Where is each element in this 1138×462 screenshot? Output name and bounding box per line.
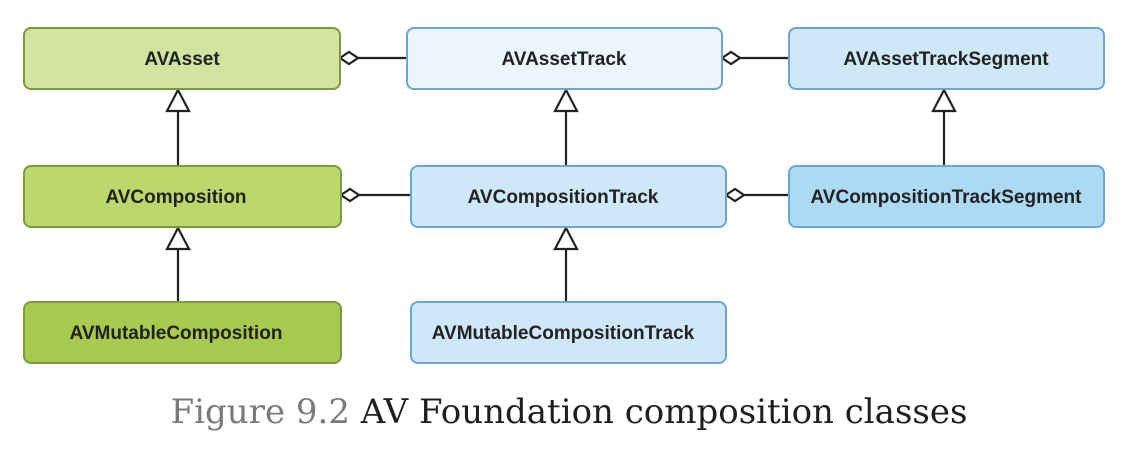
inheritance-arrow-composition-track (553, 225, 579, 251)
class-label-av-composition-track-segment: AVCompositionTrackSegment (811, 187, 1083, 208)
inheritance-arrow-asset-track-segment (931, 87, 957, 113)
class-box-av-asset: AVAsset (23, 27, 341, 90)
class-box-av-composition-track-segment: AVCompositionTrackSegment (788, 165, 1105, 228)
class-box-av-composition: AVComposition (23, 165, 342, 228)
inheritance-connectors (165, 87, 957, 302)
class-label-av-asset-track-segment: AVAssetTrackSegment (843, 49, 1049, 70)
figure-caption-text: AV Foundation composition classes (360, 392, 968, 432)
inheritance-arrow-asset-track (553, 87, 579, 113)
aggregation-diamond-asset-track (720, 50, 742, 66)
inheritance-arrow-composition (165, 225, 191, 251)
class-label-av-asset: AVAsset (144, 49, 220, 70)
class-box-av-mutable-composition: AVMutableComposition (23, 301, 342, 364)
class-box-av-composition-rect (23, 165, 342, 228)
class-label-av-composition-track: AVCompositionTrack (468, 187, 659, 208)
class-box-av-composition-track: AVCompositionTrack (410, 165, 727, 228)
class-box-av-mutable-composition-track-rect (410, 301, 727, 364)
inheritance-arrow-asset (165, 87, 191, 113)
class-box-av-asset-track-segment: AVAssetTrackSegment (788, 27, 1105, 90)
class-label-av-asset-track: AVAssetTrack (502, 49, 627, 70)
figure-caption: Figure 9.2 AV Foundation composition cla… (0, 388, 1138, 436)
class-box-av-mutable-composition-track: AVMutableCompositionTrack (410, 301, 727, 364)
aggregation-diamond-composition (339, 187, 361, 203)
figure-number: Figure 9.2 (170, 392, 350, 432)
class-box-av-composition-track-rect (410, 165, 727, 228)
class-label-av-composition: AVComposition (105, 187, 246, 208)
aggregation-diamond-asset (338, 50, 360, 66)
class-box-av-asset-track: AVAssetTrack (406, 27, 723, 90)
aggregation-connectors (338, 50, 789, 203)
aggregation-diamond-composition-track (724, 187, 746, 203)
class-label-av-mutable-composition-track: AVMutableCompositionTrack (432, 323, 695, 344)
class-box-av-asset-track-rect (406, 27, 723, 90)
class-label-av-mutable-composition: AVMutableComposition (70, 323, 283, 344)
class-box-av-mutable-composition-rect (23, 301, 342, 364)
class-box-av-asset-rect (23, 27, 341, 90)
class-box-av-asset-track-segment-rect (788, 27, 1105, 90)
class-box-av-composition-track-segment-rect (788, 165, 1105, 228)
